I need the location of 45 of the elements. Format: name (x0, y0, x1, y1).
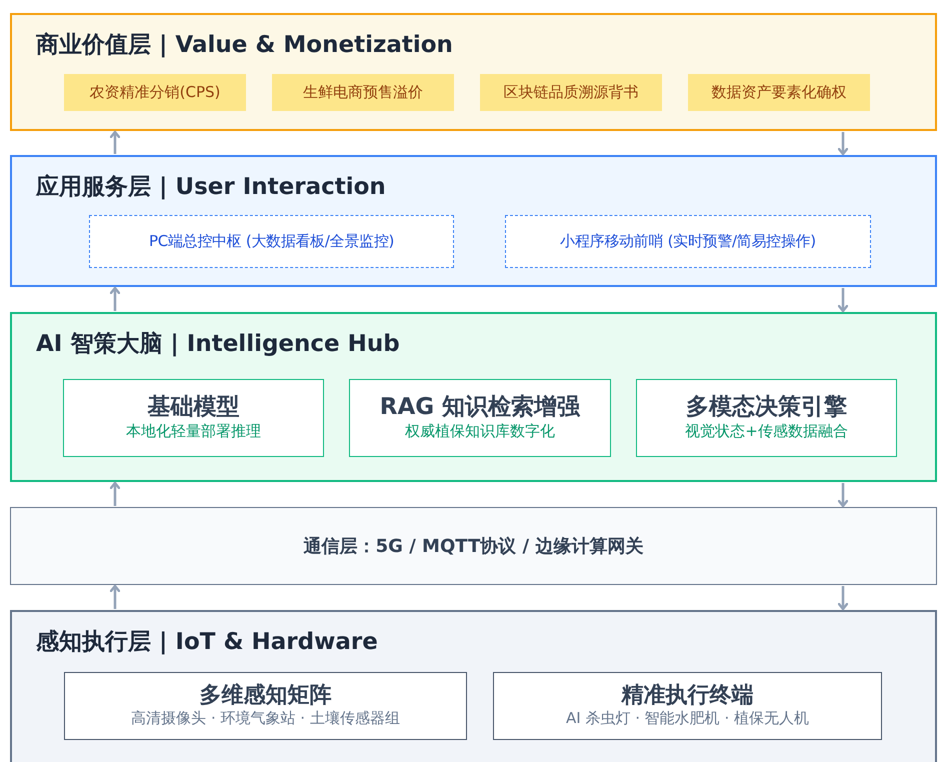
module-subtitle: 本地化轻量部署推理 (126, 422, 261, 442)
module-title: RAG 知识检索增强 (380, 394, 580, 422)
value-tag (272, 74, 454, 111)
module-title: 基础模型 (148, 394, 240, 422)
arrow (838, 288, 848, 312)
module-box (63, 379, 324, 457)
layer-panel (10, 155, 937, 287)
layer-panel (10, 507, 937, 585)
hardware-box (493, 672, 882, 740)
module-title: 多维感知矩阵 (200, 683, 332, 710)
layer-panel (10, 312, 937, 482)
tag-text: 区块链品质溯源背书 (504, 83, 638, 102)
layer-title: 商业价值层 | Value & Monetization (36, 31, 453, 60)
app-box (89, 215, 454, 268)
arrow (110, 584, 120, 609)
module-subtitle: 视觉状态+传感数据融合 (685, 422, 848, 442)
layer-panel (10, 610, 937, 762)
arrow (838, 586, 848, 610)
arrow (838, 132, 848, 156)
arrow (110, 130, 120, 154)
layer-title: 应用服务层 | User Interaction (36, 173, 386, 202)
module-subtitle: AI 杀虫灯 · 智能水肥机 · 植保无人机 (566, 709, 810, 729)
value-tag (688, 74, 870, 111)
tag-text: 数据资产要素化确权 (712, 83, 846, 102)
layer-title: 感知执行层 | IoT & Hardware (36, 628, 378, 657)
module-subtitle: 高清摄像头 · 环境气象站 · 土壤传感器组 (131, 709, 400, 729)
tag-text: 生鲜电商预售溢价 (303, 83, 423, 102)
module-title: 精准执行终端 (622, 683, 754, 710)
value-tag (480, 74, 662, 111)
app-box (505, 215, 871, 268)
value-tag (64, 74, 246, 111)
module-title: 多模态决策引擎 (686, 394, 847, 422)
module-box (636, 379, 897, 457)
arrow (110, 482, 120, 506)
app-text: PC端总控中枢 (大数据看板/全景监控) (148, 232, 394, 251)
layer-title: 通信层：5G / MQTT协议 / 边缘计算网关 (304, 535, 644, 558)
arrow (110, 286, 120, 311)
tag-text: 农资精准分销(CPS) (90, 83, 220, 102)
app-text: 小程序移动前哨 (实时预警/简易控操作) (560, 232, 816, 251)
hardware-box (64, 672, 467, 740)
layer-panel (10, 13, 937, 131)
arrow (838, 483, 848, 508)
layer-title: AI 智策大脑 | Intelligence Hub (36, 330, 400, 359)
module-box (349, 379, 611, 457)
module-subtitle: 权威植保知识库数字化 (405, 422, 555, 442)
